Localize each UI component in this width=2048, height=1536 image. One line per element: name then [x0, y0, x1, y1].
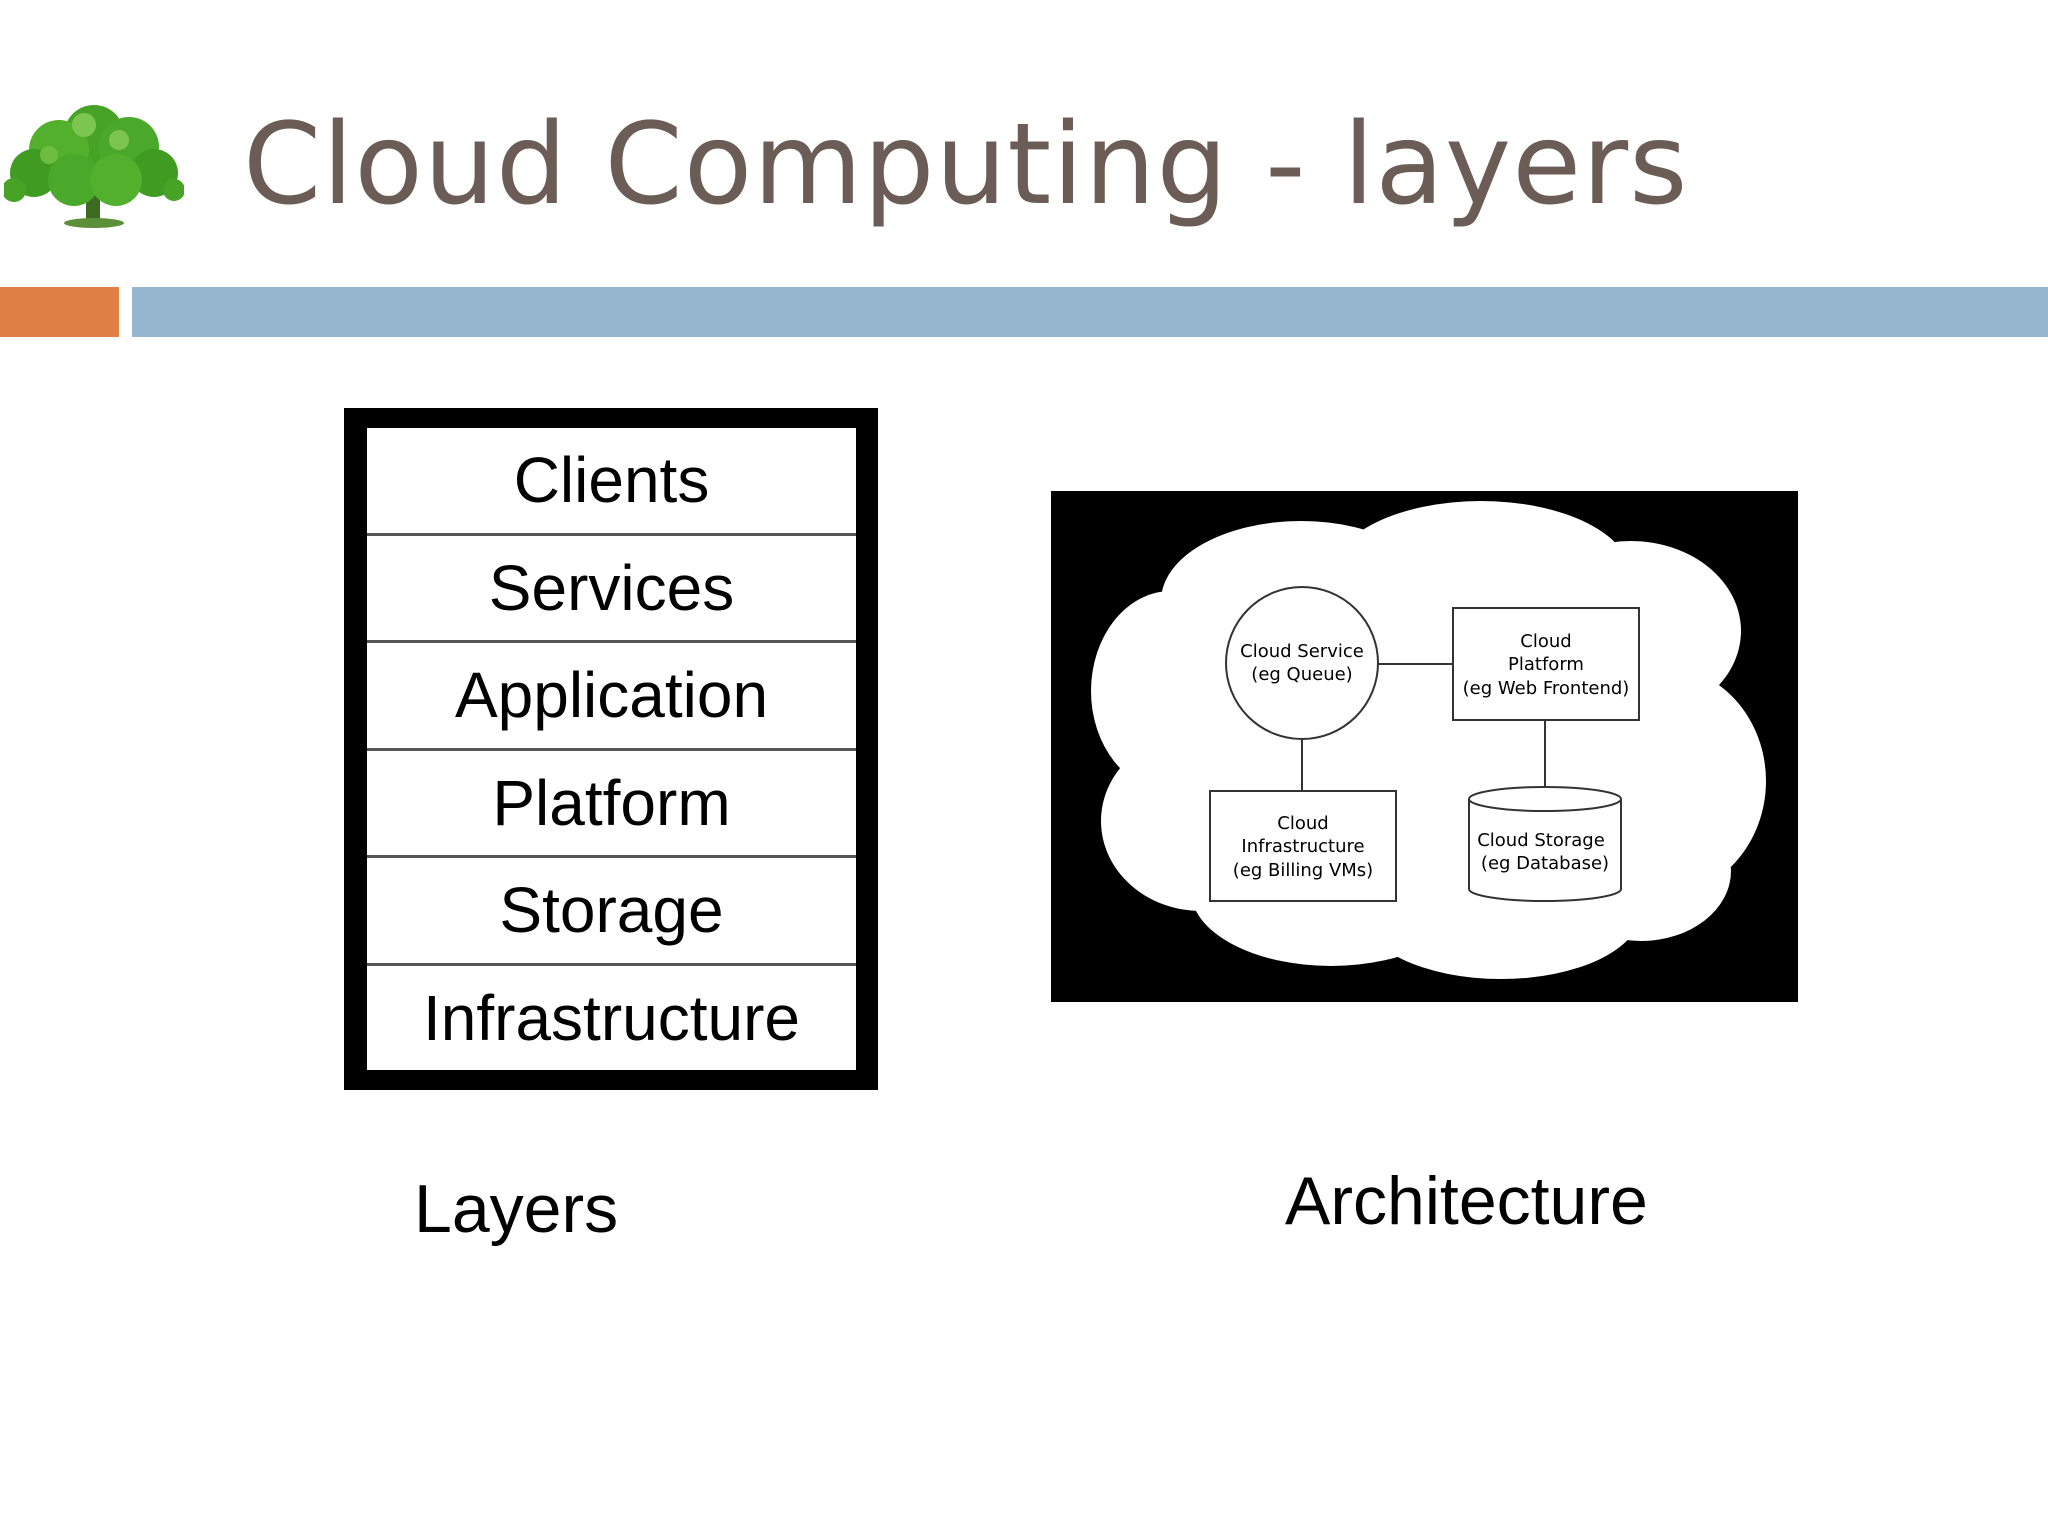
- cloud-storage-node: Cloud Storage (eg Database): [1468, 786, 1622, 902]
- cloud-shape: [1091, 501, 1766, 979]
- cloud-service-example: (eg Queue): [1251, 664, 1352, 685]
- layer-infrastructure: Infrastructure: [367, 965, 856, 1070]
- accent-bar-blue: [132, 287, 2048, 337]
- architecture-diagram: Cloud Service (eg Queue) Cloud Platform …: [1051, 491, 1798, 1002]
- cloud-service-node: Cloud Service (eg Queue): [1225, 586, 1379, 740]
- cloud-storage-label: Cloud Storage: [1477, 830, 1605, 851]
- layer-services: Services: [367, 535, 856, 643]
- cloud-infrastructure-node: Cloud Infrastructure (eg Billing VMs): [1209, 790, 1397, 902]
- layers-stack: Clients Services Application Platform St…: [344, 408, 878, 1090]
- architecture-svg: Cloud Service (eg Queue) Cloud Platform …: [1091, 501, 1766, 979]
- cloud-infrastructure-label-2: Infrastructure: [1241, 836, 1364, 857]
- cloud-platform-label-2: Platform: [1508, 654, 1584, 675]
- cloud-storage-example: (eg Database): [1481, 853, 1609, 874]
- tree-icon: [2, 105, 185, 228]
- cloud-platform-example: (eg Web Frontend): [1463, 678, 1630, 699]
- cloud-platform-node: Cloud Platform (eg Web Frontend): [1452, 607, 1640, 721]
- cloud-infrastructure-label: Cloud: [1277, 813, 1328, 834]
- cloud-platform-label: Cloud: [1520, 631, 1571, 652]
- tree-logo: [2, 95, 185, 230]
- layer-clients: Clients: [367, 428, 856, 536]
- slide-title: Cloud Computing - layers: [243, 100, 1689, 230]
- layer-storage: Storage: [367, 858, 856, 966]
- cloud-infrastructure-example: (eg Billing VMs): [1233, 860, 1373, 881]
- cloud-service-label: Cloud Service: [1240, 641, 1364, 662]
- layers-caption: Layers: [414, 1171, 619, 1247]
- layers-list: Clients Services Application Platform St…: [367, 428, 856, 1070]
- layer-platform: Platform: [367, 750, 856, 858]
- accent-bar-orange: [0, 287, 119, 337]
- architecture-caption: Architecture: [1285, 1163, 1648, 1239]
- layer-application: Application: [367, 643, 856, 751]
